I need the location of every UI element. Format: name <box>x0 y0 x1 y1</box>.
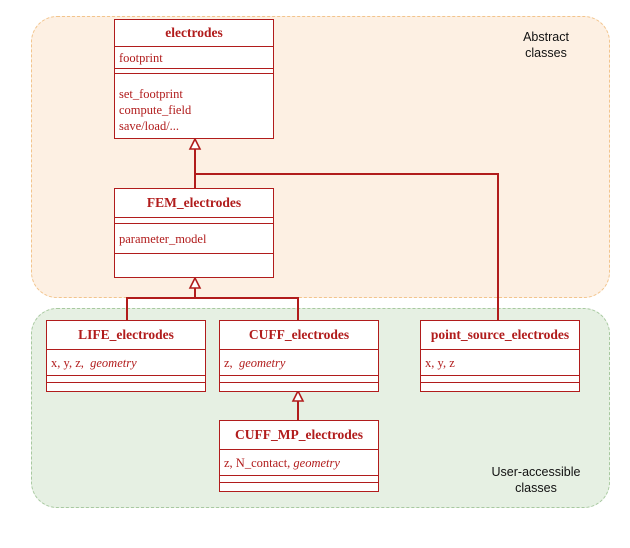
class-name-electrodes: electrodes <box>115 20 273 47</box>
separator <box>115 69 273 74</box>
attributes-cuff-electrodes: z, geometry <box>220 350 378 376</box>
attr-life-plain: x, y, z, <box>51 356 84 370</box>
abstract-label-line2: classes <box>525 46 567 60</box>
attributes-electrodes: footprint <box>115 47 273 69</box>
cuff-inherit-arrowhead <box>291 389 305 402</box>
electrodes-inherit-arrowhead <box>188 137 202 150</box>
class-electrodes[interactable]: electrodes footprint set_footprint compu… <box>114 19 274 139</box>
class-point-source-electrodes[interactable]: point_source_electrodes x, y, z <box>420 320 580 392</box>
attributes-point-source-electrodes: x, y, z <box>421 350 579 376</box>
class-life-electrodes[interactable]: LIFE_electrodes x, y, z, geometry <box>46 320 206 392</box>
attributes-life-electrodes: x, y, z, geometry <box>47 350 205 376</box>
class-name-cuff-electrodes: CUFF_electrodes <box>220 321 378 350</box>
user-label-line2: classes <box>515 481 557 495</box>
user-label-line1: User-accessible <box>491 465 581 479</box>
separator <box>220 476 378 483</box>
abstract-classes-label: Abstract classes <box>510 29 582 61</box>
attr-cuffmp-plain: z, N_contact, <box>224 456 291 470</box>
attributes-cuff-mp-electrodes: z, N_contact, geometry <box>220 450 378 476</box>
class-name-life-electrodes: LIFE_electrodes <box>47 321 205 350</box>
separator <box>115 218 273 224</box>
separator <box>220 376 378 383</box>
class-name-fem-electrodes: FEM_electrodes <box>115 189 273 218</box>
class-name-point-source-electrodes: point_source_electrodes <box>421 321 579 350</box>
class-fem-electrodes[interactable]: FEM_electrodes parameter_model <box>114 188 274 278</box>
method-set-footprint: set_footprint <box>119 87 183 101</box>
attr-cuff-plain: z, <box>224 356 233 370</box>
fem-inherit-arrowhead <box>188 276 202 289</box>
abstract-label-line1: Abstract <box>523 30 569 44</box>
separator <box>47 376 205 383</box>
attributes-fem-electrodes: parameter_model <box>115 224 273 254</box>
class-name-cuff-mp-electrodes: CUFF_MP_electrodes <box>220 421 378 450</box>
attr-cuff-geometry: geometry <box>238 356 286 370</box>
class-cuff-electrodes[interactable]: CUFF_electrodes z, geometry <box>219 320 379 392</box>
user-accessible-classes-label: User-accessible classes <box>478 464 594 496</box>
attr-life-geometry: geometry <box>90 356 137 370</box>
class-cuff-mp-electrodes[interactable]: CUFF_MP_electrodes z, N_contact, geometr… <box>219 420 379 492</box>
methods-electrodes: set_footprint compute_field save/load/..… <box>115 74 273 134</box>
life-cuff-merge-line <box>126 297 299 320</box>
separator <box>421 376 579 383</box>
method-compute-field: compute_field <box>119 103 192 117</box>
method-save-load: save/load/... <box>119 119 180 133</box>
attr-cuffmp-geometry: geometry <box>293 456 340 470</box>
point-source-to-electrodes-line <box>195 173 499 320</box>
